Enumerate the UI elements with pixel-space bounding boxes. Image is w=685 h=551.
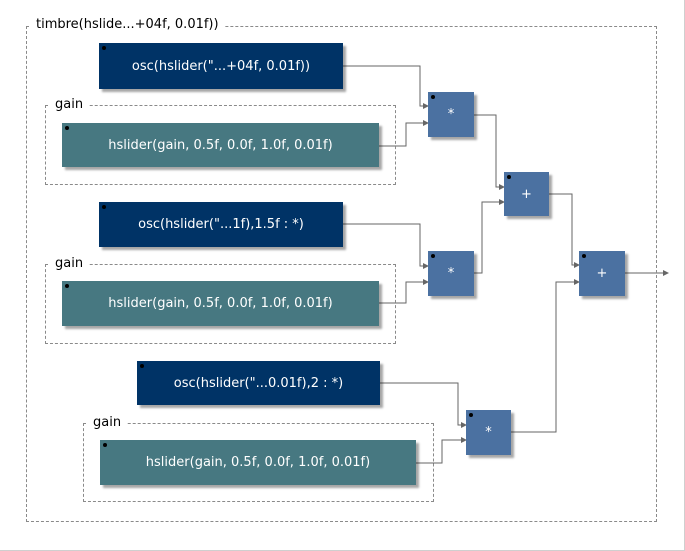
gain-group-2 <box>45 264 396 344</box>
wire-mult1-to-add1 <box>474 114 505 190</box>
add-block-1-label: + <box>521 186 532 202</box>
port-dot <box>103 443 107 447</box>
wire-osc3-to-mult3 <box>380 382 467 428</box>
add-block-1[interactable]: + <box>504 172 549 216</box>
multiply-block-1[interactable]: * <box>428 92 474 137</box>
port-dot <box>469 413 473 417</box>
gain-group-1 <box>45 105 396 185</box>
port-dot <box>140 364 144 368</box>
osc-block-3-label: osc(hslider("...0.01f),2 : *) <box>173 375 344 391</box>
gain-slider-block-1[interactable]: hslider(gain, 0.5f, 0.0f, 1.0f, 0.01f) <box>62 123 379 167</box>
wire-osc2-to-mult2 <box>343 223 429 269</box>
port-dot <box>431 254 435 258</box>
wire-slider2-to-mult2 <box>379 279 429 304</box>
wire-slider1-to-mult1 <box>379 120 429 147</box>
osc-block-1[interactable]: osc(hslider("...+04f, 0.01f)) <box>99 43 343 89</box>
gain-group-1-label: gain <box>49 97 90 113</box>
multiply-block-2-label: * <box>447 266 455 281</box>
port-dot <box>431 95 435 99</box>
osc-block-2[interactable]: osc(hslider("...1f),1.5f : *) <box>99 202 343 247</box>
port-dot <box>65 284 69 288</box>
port-dot <box>65 126 69 130</box>
gain-slider-block-3-label: hslider(gain, 0.5f, 0.0f, 1.0f, 0.01f) <box>145 455 371 470</box>
gain-slider-block-2-label: hslider(gain, 0.5f, 0.0f, 1.0f, 0.01f) <box>108 296 333 311</box>
port-dot <box>582 254 586 258</box>
timbre-group-label: timbre(hslide...+04f, 0.01f)) <box>30 17 225 33</box>
osc-block-1-label: osc(hslider("...+04f, 0.01f)) <box>131 58 311 74</box>
wire-osc1-to-mult1 <box>343 65 429 109</box>
gain-slider-block-1-label: hslider(gain, 0.5f, 0.0f, 1.0f, 0.01f) <box>108 137 333 153</box>
port-dot <box>102 46 106 50</box>
osc-block-3[interactable]: osc(hslider("...0.01f),2 : *) <box>137 361 380 405</box>
wire-add1-to-add2 <box>549 193 580 268</box>
wire-mult2-to-add1 <box>474 199 505 274</box>
port-dot <box>507 175 511 179</box>
multiply-block-1-label: * <box>447 107 455 122</box>
port-dot <box>102 205 106 209</box>
multiply-block-2[interactable]: * <box>428 251 474 296</box>
wire-slider3-to-mult3 <box>416 437 467 464</box>
gain-group-2-label: gain <box>49 256 90 272</box>
add-block-2[interactable]: + <box>579 251 625 296</box>
multiply-block-3[interactable]: * <box>466 410 511 455</box>
add-block-2-label: + <box>596 266 608 281</box>
gain-group-3-label: gain <box>87 415 128 431</box>
multiply-block-3-label: * <box>485 425 492 440</box>
wire-mult3-to-add2 <box>511 279 580 433</box>
gain-slider-block-3[interactable]: hslider(gain, 0.5f, 0.0f, 1.0f, 0.01f) <box>100 440 416 485</box>
gain-group-3 <box>83 423 434 502</box>
osc-block-2-label: osc(hslider("...1f),1.5f : *) <box>138 217 304 232</box>
gain-slider-block-2[interactable]: hslider(gain, 0.5f, 0.0f, 1.0f, 0.01f) <box>62 281 379 326</box>
timbre-group <box>26 26 657 522</box>
